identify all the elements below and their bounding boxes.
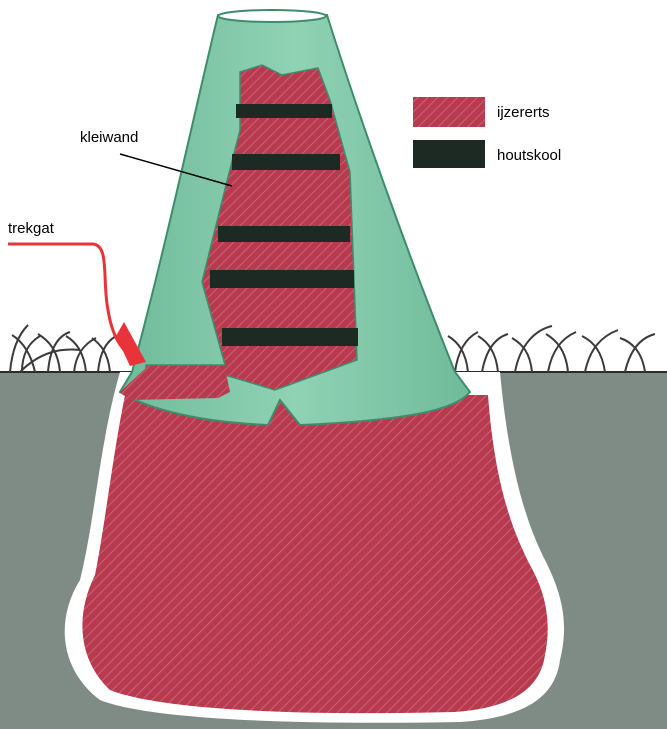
legend-label-ore: ijzererts	[497, 104, 550, 121]
charcoal-layer	[222, 328, 358, 346]
clay-wall-label: kleiwand	[80, 129, 138, 146]
draft-hole-leader	[8, 244, 138, 362]
charcoal-layer	[232, 154, 340, 170]
charcoal-layer	[236, 104, 332, 118]
chimney-top	[218, 10, 326, 22]
charcoal-layer	[218, 226, 350, 242]
ore-pit	[82, 395, 547, 713]
legend-swatch-charcoal	[413, 140, 485, 168]
legend-label-charcoal: houtskool	[497, 147, 561, 164]
draft-hole-label: trekgat	[8, 220, 55, 237]
grass-right	[448, 326, 655, 372]
charcoal-layer	[210, 270, 354, 288]
legend-swatch-ore	[413, 97, 485, 127]
grass-left	[10, 325, 116, 372]
legend: ijzererts houtskool	[413, 97, 561, 168]
